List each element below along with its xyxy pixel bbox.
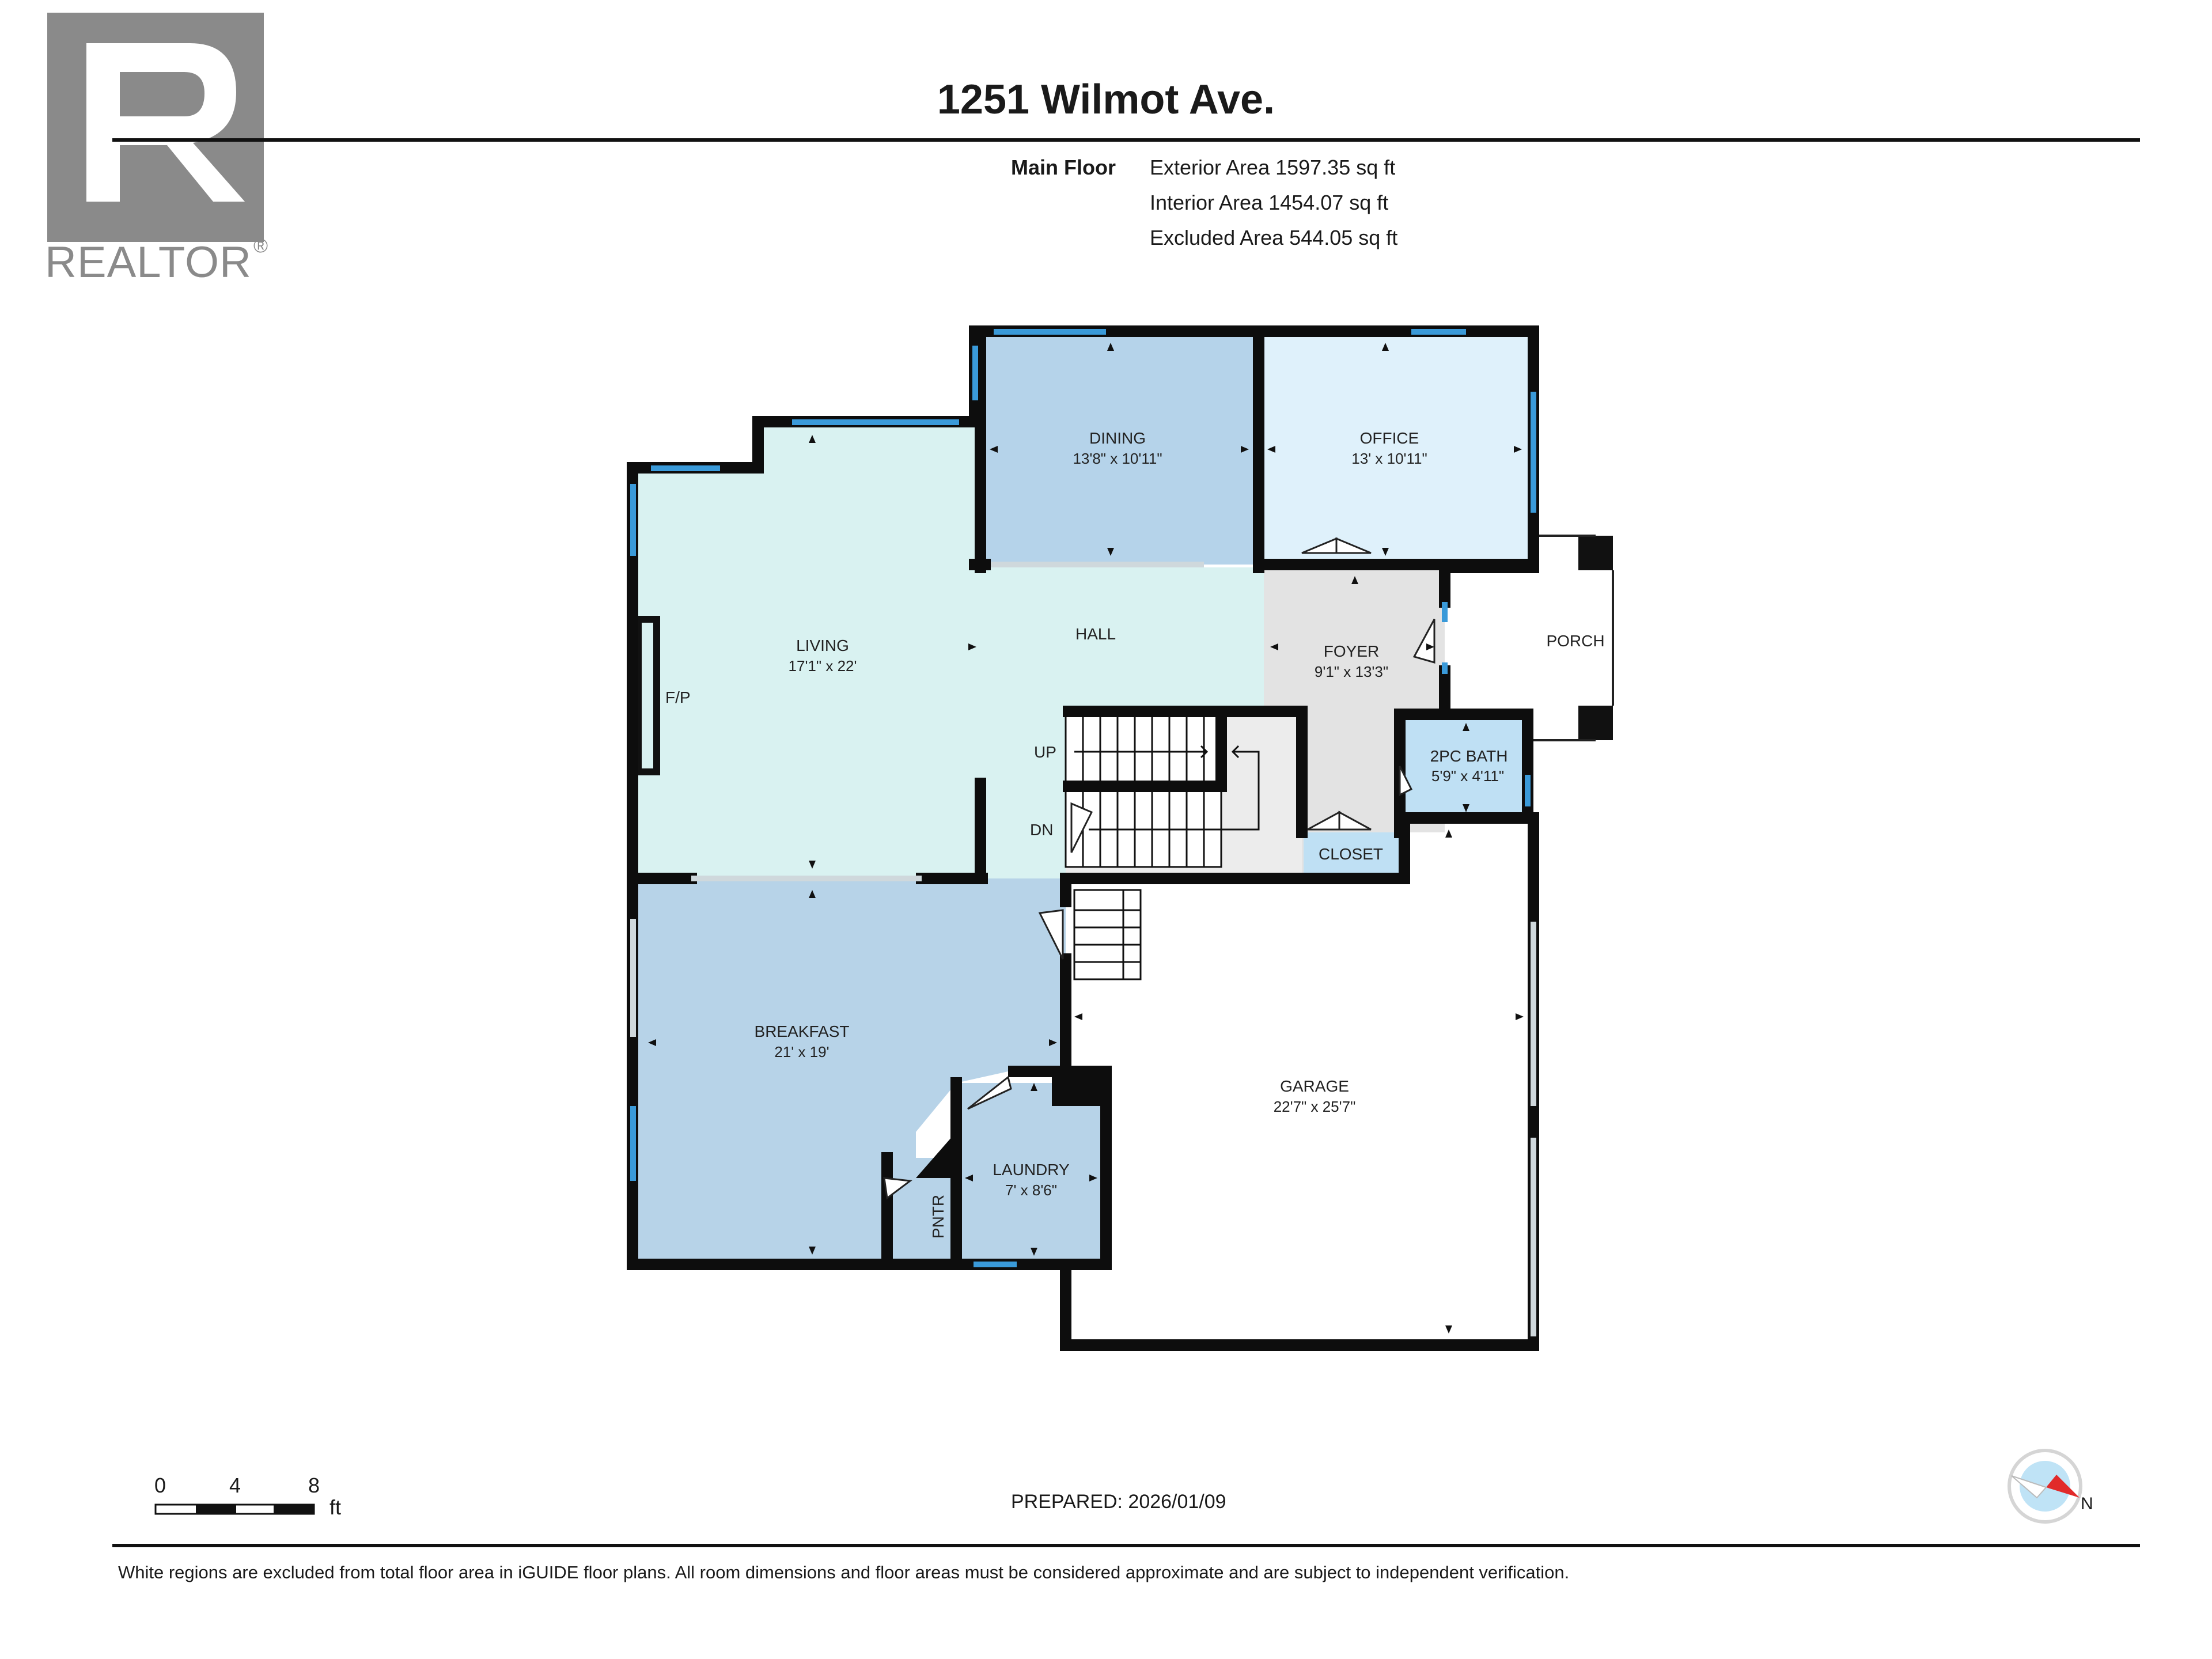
realtor-logo[interactable] xyxy=(46,12,288,288)
dining-room-label: DINING xyxy=(1089,429,1146,447)
scale-tick-8: 8 xyxy=(308,1474,320,1497)
pantry-corner xyxy=(916,1132,956,1178)
laundry-chase xyxy=(1052,1066,1106,1106)
bath-fill[interactable] xyxy=(1401,714,1528,818)
realtor-logo-mark xyxy=(47,13,264,242)
scale-bar xyxy=(154,1503,315,1515)
scale-tick-4: 4 xyxy=(229,1474,241,1497)
living-room-fill[interactable] xyxy=(638,427,982,878)
windows xyxy=(630,329,1536,1267)
breakfast-room-fill[interactable] xyxy=(638,878,1066,1264)
hall-label: HALL xyxy=(1075,625,1116,643)
scale-tick-0: 0 xyxy=(154,1474,166,1497)
interior-area: Interior Area 1454.07 sq ft xyxy=(1150,191,1389,214)
fireplace-label: F/P xyxy=(665,688,691,706)
disclaimer: White regions are excluded from total fl… xyxy=(118,1562,1570,1582)
openings xyxy=(630,562,1536,1336)
bath-dims: 5'9" x 4'11" xyxy=(1431,767,1504,785)
dimension-ticks xyxy=(648,343,1524,1334)
closet-fill[interactable] xyxy=(1304,832,1399,878)
office-fill[interactable] xyxy=(1263,337,1528,565)
foyer-dims: 9'1" x 13'3" xyxy=(1315,663,1388,680)
registered-mark: ® xyxy=(253,235,268,257)
realtor-wordmark: REALTOR xyxy=(45,238,252,287)
laundry-dims: 7' x 8'6" xyxy=(1005,1181,1057,1199)
laundry-fill[interactable] xyxy=(956,1083,1106,1264)
closet-label: CLOSET xyxy=(1319,845,1383,863)
office-label: OFFICE xyxy=(1360,429,1419,447)
footer-divider xyxy=(112,1544,2140,1547)
doors xyxy=(883,537,1435,1200)
living-room-label: LIVING xyxy=(796,637,849,654)
page-title: 1251 Wilmot Ave. xyxy=(937,77,1275,123)
compass-north-label: N xyxy=(2081,1494,2093,1513)
dining-room-dims: 13'8" x 10'11" xyxy=(1073,450,1162,467)
breakfast-room-label: BREAKFAST xyxy=(755,1022,850,1040)
stairs-up-label: UP xyxy=(1034,743,1056,761)
dining-room-fill[interactable] xyxy=(980,337,1259,565)
scale-unit: ft xyxy=(329,1495,342,1519)
compass-icon[interactable] xyxy=(2008,1449,2082,1524)
header-divider xyxy=(112,138,2140,142)
stairs xyxy=(1065,710,1260,980)
office-dims: 13' x 10'11" xyxy=(1351,450,1427,467)
foyer-label: FOYER xyxy=(1324,642,1379,660)
garage-dims: 22'7" x 25'7" xyxy=(1274,1098,1356,1115)
porch xyxy=(1533,535,1614,741)
living-room-dims: 17'1" x 22' xyxy=(789,657,857,675)
laundry-label: LAUNDRY xyxy=(993,1161,1070,1179)
porch-label: PORCH xyxy=(1546,632,1604,650)
pantry-label: PNTR xyxy=(929,1195,947,1238)
garage-label: GARAGE xyxy=(1280,1077,1349,1095)
prepared-date: PREPARED: 2026/01/09 xyxy=(1011,1491,1226,1513)
stairs-down-label: DN xyxy=(1030,821,1053,839)
breakfast-room-dims: 21' x 19' xyxy=(774,1043,829,1060)
exterior-area: Exterior Area 1597.35 sq ft xyxy=(1150,156,1396,179)
floor-label: Main Floor xyxy=(1011,156,1116,179)
bath-label: 2PC BATH xyxy=(1430,747,1508,765)
excluded-area: Excluded Area 544.05 sq ft xyxy=(1150,226,1398,249)
